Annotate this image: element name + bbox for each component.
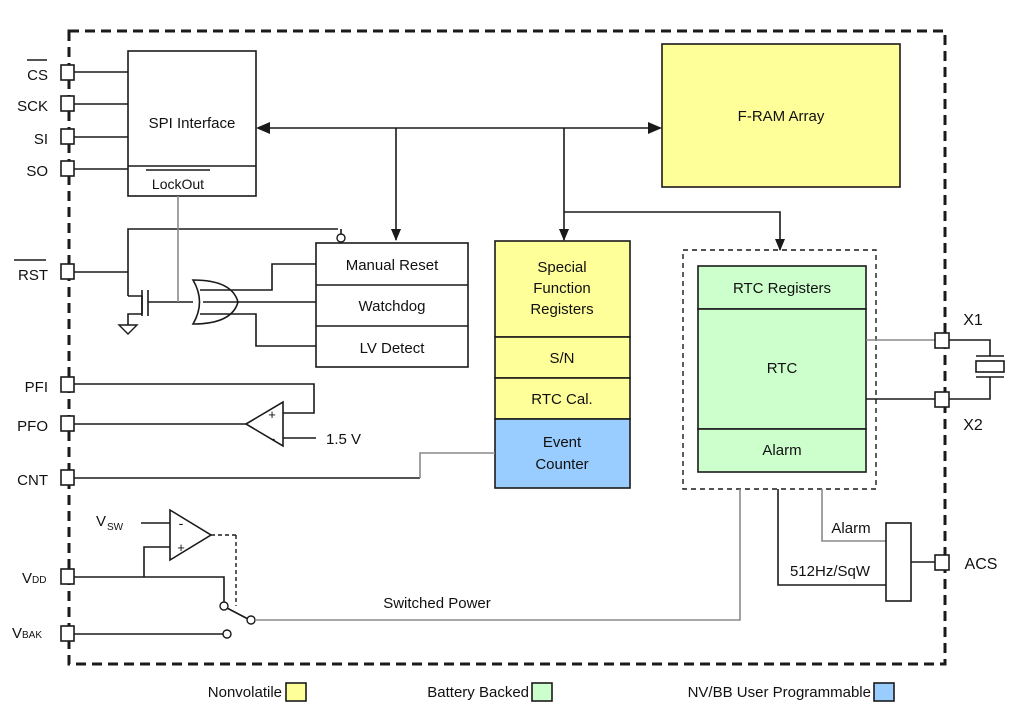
acs-output: Alarm 512Hz/SqW ACS <box>777 489 998 602</box>
svg-text:Event: Event <box>543 434 582 451</box>
spi-interface-block: SPI Interface LockOut <box>127 50 257 197</box>
pin-cs: CS <box>27 59 128 84</box>
svg-text:V: V <box>96 513 106 530</box>
manual-reset-label: Manual Reset <box>346 257 439 274</box>
legend-battery-backed-label: Battery Backed <box>427 684 529 701</box>
pfi-comparator: + - 1.5 V <box>244 400 361 448</box>
pin-so: SO <box>26 160 128 180</box>
pin-si: SI <box>34 128 128 148</box>
alarm-block: Alarm <box>697 428 867 473</box>
svg-text:SCK: SCK <box>17 98 48 115</box>
sqw-signal-label: 512Hz/SqW <box>790 563 871 580</box>
svg-text:CNT: CNT <box>17 472 48 489</box>
output-mux <box>885 522 912 602</box>
svg-text:X2: X2 <box>963 417 983 434</box>
vsw-comparator: V SW - + <box>96 508 237 606</box>
svg-text:CS: CS <box>27 67 48 84</box>
power-switch: Switched Power <box>226 489 741 625</box>
svg-text:BAK: BAK <box>22 630 42 641</box>
sn-block: S/N <box>494 336 631 379</box>
svg-text:Counter: Counter <box>535 456 588 473</box>
svg-text:RTC Registers: RTC Registers <box>733 280 831 297</box>
svg-text:SO: SO <box>26 163 48 180</box>
rtc-registers-block: RTC Registers <box>697 265 867 310</box>
manual-reset-bubble <box>336 233 346 243</box>
svg-text:+: + <box>177 540 185 555</box>
fram-array-block: F-RAM Array <box>661 43 901 188</box>
pin-cnt: CNT <box>17 452 495 489</box>
ref-voltage-label: 1.5 V <box>326 431 361 448</box>
spi-interface-label: SPI Interface <box>149 115 236 132</box>
svg-text:SW: SW <box>107 522 124 533</box>
pin-rst: RST <box>14 259 128 284</box>
svg-text:X1: X1 <box>963 312 983 329</box>
pin-vdd: V DD <box>22 568 229 611</box>
svg-text:V: V <box>22 570 32 587</box>
pin-x2: X2 <box>866 391 983 434</box>
data-bus <box>256 122 785 251</box>
svg-text:Registers: Registers <box>530 301 593 318</box>
svg-text:RTC: RTC <box>767 360 798 377</box>
comparator-icon <box>169 508 213 562</box>
svg-text:DD: DD <box>32 575 46 586</box>
reset-logic <box>117 196 346 347</box>
comparator-icon <box>244 400 284 448</box>
crystal-icon <box>949 339 1005 400</box>
svg-text:Function: Function <box>533 280 591 297</box>
legend-nonvolatile-label: Nonvolatile <box>208 684 282 701</box>
alarm-signal-label: Alarm <box>831 520 870 537</box>
legend-nonvolatile-swatch <box>285 682 307 702</box>
svg-text:RTC Cal.: RTC Cal. <box>531 391 592 408</box>
rtc-cal-block: RTC Cal. <box>494 377 631 420</box>
watchdog-label: Watchdog <box>359 298 426 315</box>
svg-text:F-RAM Array: F-RAM Array <box>738 108 825 125</box>
ground-icon <box>117 324 139 335</box>
svg-text:PFI: PFI <box>25 379 48 396</box>
rtc-block: RTC <box>697 308 867 430</box>
svg-text:S/N: S/N <box>549 350 574 367</box>
svg-text:Special: Special <box>537 259 586 276</box>
pin-acs-label: ACS <box>965 556 998 573</box>
pin-x1: X1 <box>866 312 983 349</box>
pin-vbak: V BAK <box>12 625 232 642</box>
pin-pfo: PFO <box>17 415 246 435</box>
svg-text:-: - <box>271 430 276 446</box>
sfr-block: Special Function Registers <box>494 240 631 338</box>
lv-detect-label: LV Detect <box>360 340 426 357</box>
legend-user-programmable-label: NV/BB User Programmable <box>688 684 871 701</box>
svg-text:PFO: PFO <box>17 418 48 435</box>
svg-text:RST: RST <box>18 267 48 284</box>
legend-battery-backed-swatch <box>531 682 553 702</box>
event-counter-block: Event Counter <box>494 418 631 489</box>
legend: Nonvolatile Battery Backed NV/BB User Pr… <box>208 682 895 702</box>
switched-power-label: Switched Power <box>383 595 491 612</box>
svg-text:+: + <box>268 407 276 422</box>
legend-user-programmable-swatch <box>873 682 895 702</box>
svg-text:-: - <box>179 515 184 531</box>
lockout-label: LockOut <box>152 176 204 192</box>
pin-sck: SCK <box>17 95 128 115</box>
svg-text:V: V <box>12 625 22 642</box>
svg-text:Alarm: Alarm <box>762 442 801 459</box>
supervisor-block: Manual Reset Watchdog LV Detect <box>315 242 469 368</box>
svg-text:SI: SI <box>34 131 48 148</box>
pin-pfi: PFI <box>25 376 315 414</box>
